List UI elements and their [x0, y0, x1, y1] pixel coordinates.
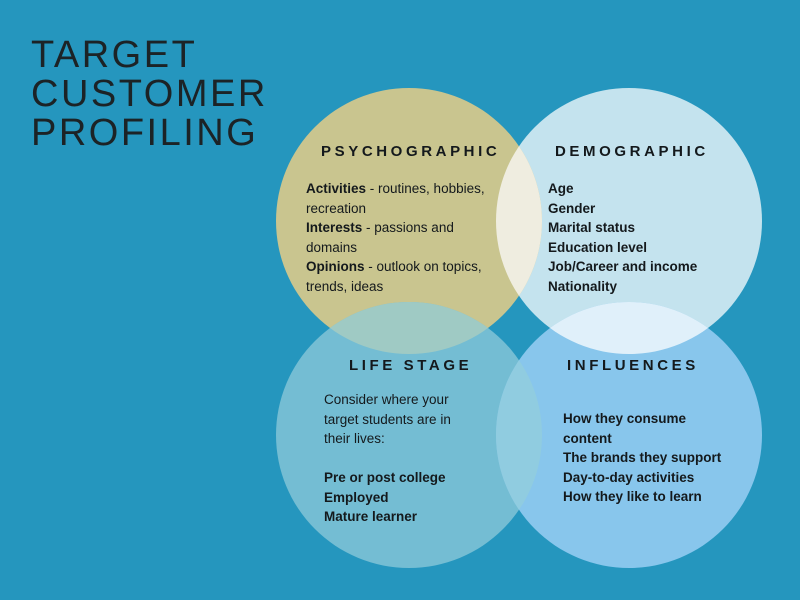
list-item: Opinions - outlook on topics, [306, 257, 485, 277]
item-term: Interests [306, 220, 363, 235]
list-item: Mature learner [324, 509, 418, 524]
psychographic-circle [276, 88, 542, 354]
demographic-circle [496, 88, 762, 354]
item-desc: - outlook on topics, [364, 259, 482, 274]
demographic-list: Age Gender Marital status Education leve… [548, 179, 697, 296]
title-line: CUSTOMER [31, 73, 268, 115]
demographic-heading: DEMOGRAPHIC [555, 143, 709, 160]
list-item: Job/Career and income [548, 259, 698, 274]
list-item: Pre or post college [324, 470, 446, 485]
influences-circle [496, 302, 762, 568]
intro-line: Consider where your [324, 392, 449, 407]
psychographic-list: Activities - routines, hobbies, recreati… [306, 179, 485, 296]
item-desc: - routines, hobbies, [366, 181, 485, 196]
influences-heading: INFLUENCES [567, 357, 699, 374]
page-title: TARGET CUSTOMER PROFILING [31, 36, 268, 153]
item-desc: - passions and [362, 220, 454, 235]
item-term: Activities [306, 181, 367, 196]
list-item: Age [548, 181, 574, 196]
list-item-cont: domains [306, 239, 358, 255]
intro-line: their lives: [324, 431, 385, 446]
life-stage-circle [276, 302, 542, 568]
influences-list: How they consume content The brands they… [563, 409, 721, 507]
list-item: content [563, 430, 612, 446]
title-line: TARGET [31, 34, 198, 76]
life-stage-heading: LIFE STAGE [349, 357, 473, 374]
list-item-cont: recreation [306, 200, 367, 216]
title-line: PROFILING [31, 112, 259, 154]
list-item: Interests - passions and [306, 218, 485, 238]
list-item: Employed [324, 489, 389, 505]
list-item: Marital status [548, 220, 636, 235]
list-item: How they consume [563, 411, 687, 426]
psychographic-heading: PSYCHOGRAPHIC [321, 143, 501, 160]
list-item: The brands they support [563, 450, 722, 465]
intro-line: target students are in [324, 411, 451, 427]
list-item: Day-to-day activities [563, 469, 695, 485]
list-item-cont: trends, ideas [306, 278, 384, 294]
list-item: Gender [548, 200, 596, 216]
list-item: Nationality [548, 278, 618, 294]
list-item: How they like to learn [563, 489, 702, 504]
life-stage-content: Consider where your target students are … [324, 390, 451, 527]
item-term: Opinions [306, 259, 365, 274]
list-item: Education level [548, 239, 648, 255]
list-item: Activities - routines, hobbies, [306, 179, 485, 199]
